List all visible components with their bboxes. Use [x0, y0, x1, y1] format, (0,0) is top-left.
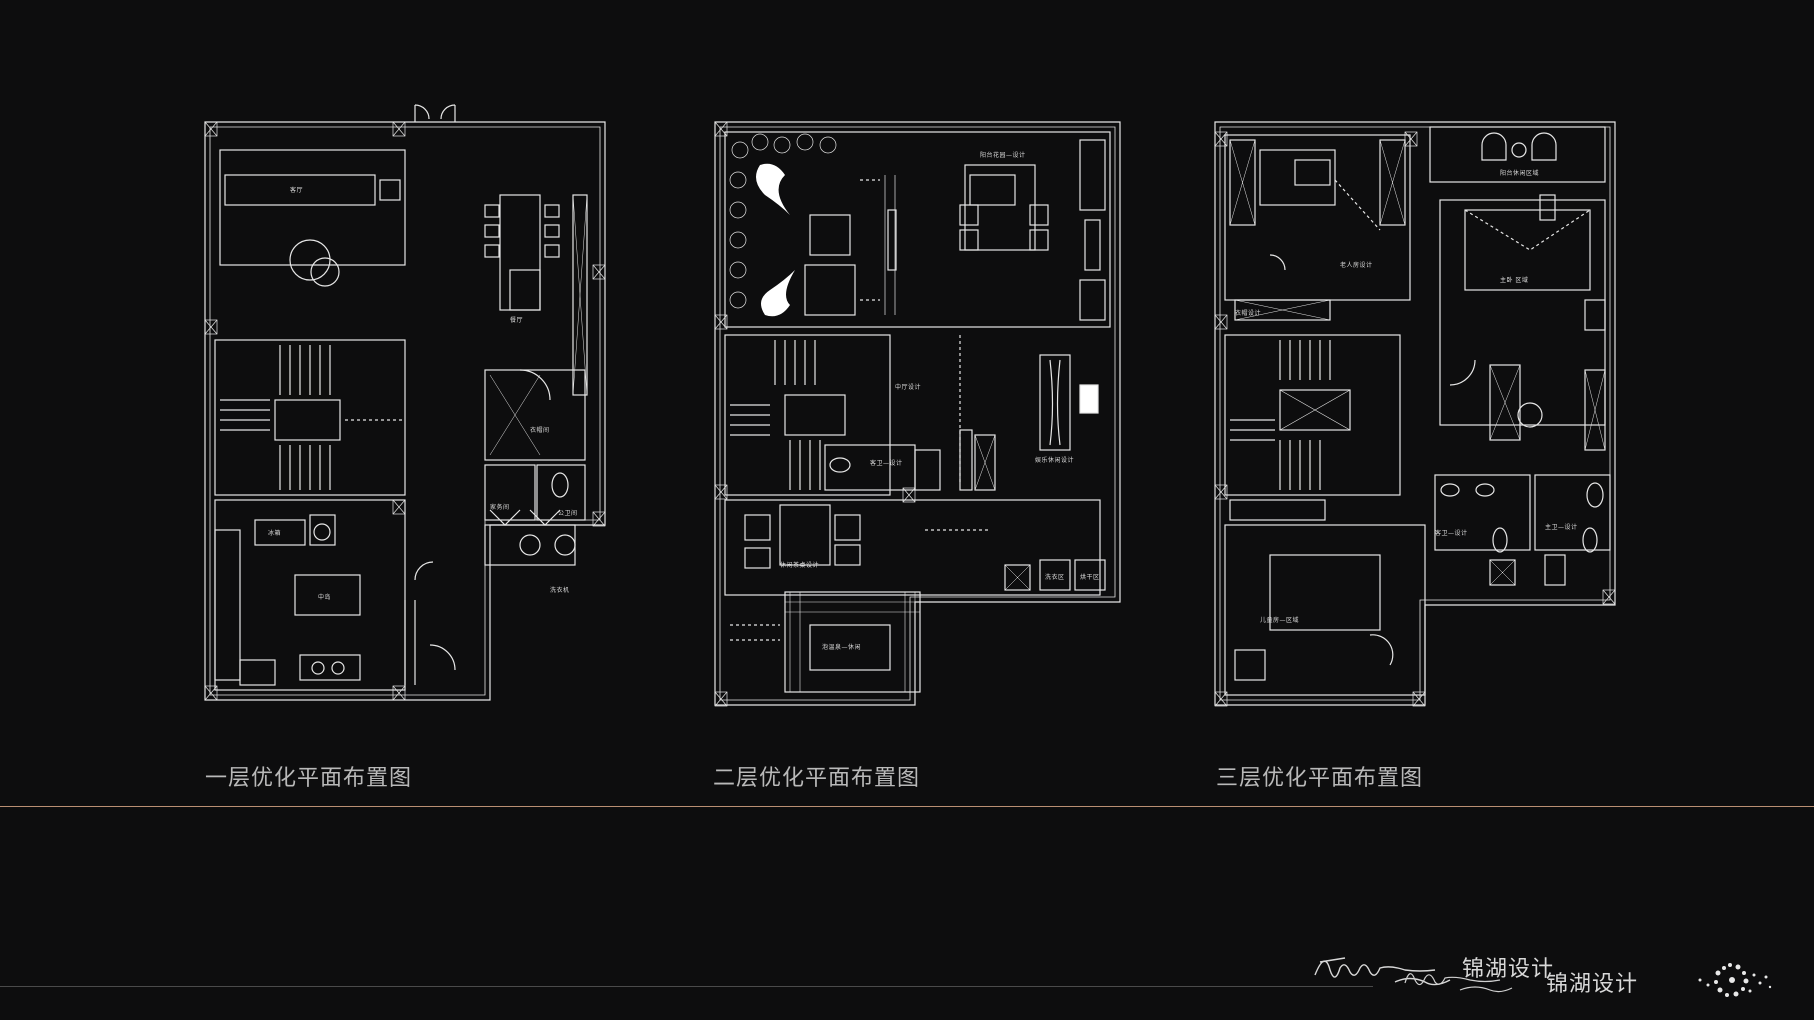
plan-1-title: 一层优化平面布置图	[205, 766, 413, 791]
room-label: 主卫—设计	[1545, 524, 1578, 531]
plan-3-title: 三层优化平面布置图	[1216, 766, 1424, 791]
floor-plan-1: 客厅 餐厅 衣帽间 家务间 公卫间 冰箱 中岛 洗衣机	[200, 100, 620, 710]
room-label: 餐厅	[510, 317, 524, 324]
room-label: 老人房设计	[1340, 262, 1373, 269]
floor-plan-1-drawing	[204, 104, 606, 701]
room-label: 冰箱	[268, 530, 282, 537]
room-label: 中岛	[318, 594, 332, 601]
brand-dots-icon	[1698, 963, 1772, 997]
room-label: 客厅	[290, 187, 304, 194]
floor-plan-2: 阳台花园—设计 中厅设计 客卫—设计 娱乐休闲设计 休闲茶桌设计 泡温泉—休闲 …	[710, 120, 1130, 710]
brand-name-secondary: 锦湖设计	[1546, 972, 1639, 997]
room-label: 家务间	[490, 504, 510, 511]
room-label: 衣帽间	[530, 427, 550, 434]
room-label: 阳台休闲区域	[1500, 170, 1540, 177]
plan-2-title: 二层优化平面布置图	[713, 766, 921, 791]
room-label: 阳台花园—设计	[980, 152, 1026, 159]
room-label: 洗衣机	[550, 587, 570, 594]
divider-line	[0, 806, 1814, 807]
floor-plan-3-drawing	[1214, 121, 1616, 707]
room-label: 主卧 区域	[1500, 277, 1529, 284]
floor-plan-2-drawing	[714, 121, 1121, 707]
room-label: 儿童房—区域	[1260, 617, 1300, 624]
footer-line	[0, 986, 1373, 987]
room-label: 衣帽设计	[1235, 310, 1262, 317]
floor-plan-3: 阳台休闲区域 老人房设计 主卧 区域 衣帽设计 儿童房—区域 客卫—设计 主卫—…	[1210, 120, 1630, 710]
signature-logo-2	[1404, 973, 1513, 993]
room-label: 客卫—设计	[1435, 530, 1468, 537]
brand-name: 锦湖设计	[1462, 957, 1555, 982]
room-label: 客卫—设计	[870, 460, 903, 467]
room-label: 休闲茶桌设计	[780, 562, 820, 569]
room-label: 烘干区	[1080, 574, 1100, 581]
room-label: 中厅设计	[895, 384, 922, 391]
room-label: 泡温泉—休闲	[822, 644, 862, 651]
room-label: 洗衣区	[1045, 574, 1065, 581]
room-label: 公卫间	[558, 510, 578, 517]
room-label: 娱乐休闲设计	[1035, 457, 1075, 464]
